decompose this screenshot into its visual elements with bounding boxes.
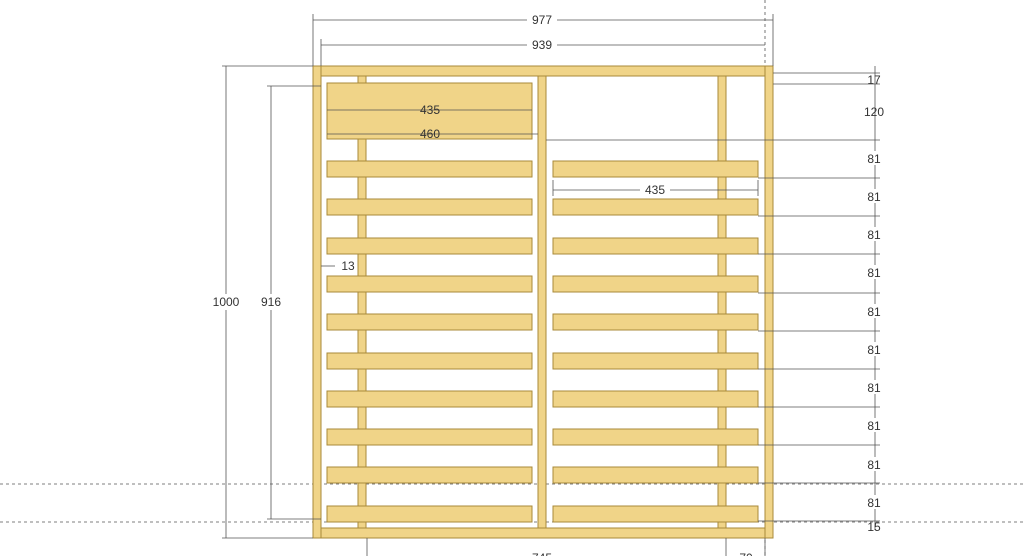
right-slat: [552, 390, 759, 408]
left-slat: [326, 390, 533, 408]
stack-top-label: 17: [867, 73, 881, 87]
left-support-rail: [357, 75, 367, 529]
spacing-label-bg: [864, 304, 884, 318]
spacing-label-bg: [864, 457, 884, 471]
slat-spacing-label: 81: [867, 419, 881, 433]
dimension-labels: 977 939 435 460 435 1000 916 13 745 70: [210, 12, 753, 556]
right-slat: [552, 466, 759, 484]
stack-first-label: 120: [864, 105, 884, 119]
slat-spacing-label: 81: [867, 458, 881, 472]
right-slat-length-label: 435: [645, 183, 665, 197]
left-slat: [326, 198, 533, 216]
slat-spacing-label: 81: [867, 496, 881, 510]
inner-width-label: 939: [532, 38, 552, 52]
left-slat: [326, 466, 533, 484]
slat-block-height-label: 435: [420, 103, 440, 117]
right-slat: [552, 237, 759, 255]
overall-width-label: 977: [532, 13, 552, 27]
right-slat: [552, 275, 759, 293]
stack-bottom-label: 15: [867, 520, 881, 534]
bottom-left-dim-label: 745: [532, 551, 552, 556]
slat-spacing-label: 81: [867, 381, 881, 395]
slat-spacing-label: 81: [867, 228, 881, 242]
right-slat: [552, 505, 759, 523]
left-slat: [326, 275, 533, 293]
frame-left-rail: [312, 65, 322, 539]
rail-gap-label: 13: [341, 259, 355, 273]
spacing-label-bg: [864, 265, 884, 279]
slats: [326, 160, 759, 523]
right-slat: [552, 428, 759, 446]
right-support-rail: [717, 75, 727, 529]
bed-frame: [312, 65, 774, 539]
left-slat: [326, 505, 533, 523]
spacing-label-bg: [864, 380, 884, 394]
head-panel: [326, 82, 533, 140]
slat-spacing-label: 81: [867, 305, 881, 319]
spacing-label-bg: [864, 189, 884, 203]
spacing-label-bg: [864, 495, 884, 509]
overall-length-label: 1000: [213, 295, 240, 309]
left-slat: [326, 428, 533, 446]
frame-bottom-rail: [312, 527, 774, 539]
right-slat: [552, 198, 759, 216]
slat-spacing-label: 81: [867, 152, 881, 166]
spacing-label-bg: [864, 418, 884, 432]
left-slat: [326, 352, 533, 370]
right-slat: [552, 160, 759, 178]
slat-spacing-label: 81: [867, 343, 881, 357]
spacing-label-bg: [864, 342, 884, 356]
slat-block-width-label: 460: [420, 127, 440, 141]
left-slat: [326, 237, 533, 255]
left-slat: [326, 160, 533, 178]
right-slat: [552, 313, 759, 331]
frame-top-rail: [312, 65, 774, 77]
slat-spacing-label: 81: [867, 266, 881, 280]
right-dimension-stack: 17 120 15 81 81 81 81 81 81 81 81 81 81: [864, 73, 884, 534]
inner-length-label: 916: [261, 295, 281, 309]
spacing-label-bg: [864, 227, 884, 241]
right-slat: [552, 352, 759, 370]
slat-spacing-label: 81: [867, 190, 881, 204]
dimension-lines: [222, 14, 880, 556]
bottom-right-dim-label: 70: [739, 551, 753, 556]
left-slat: [326, 313, 533, 331]
center-beam: [537, 75, 547, 529]
frame-right-rail: [764, 65, 774, 539]
spacing-label-bg: [864, 151, 884, 165]
